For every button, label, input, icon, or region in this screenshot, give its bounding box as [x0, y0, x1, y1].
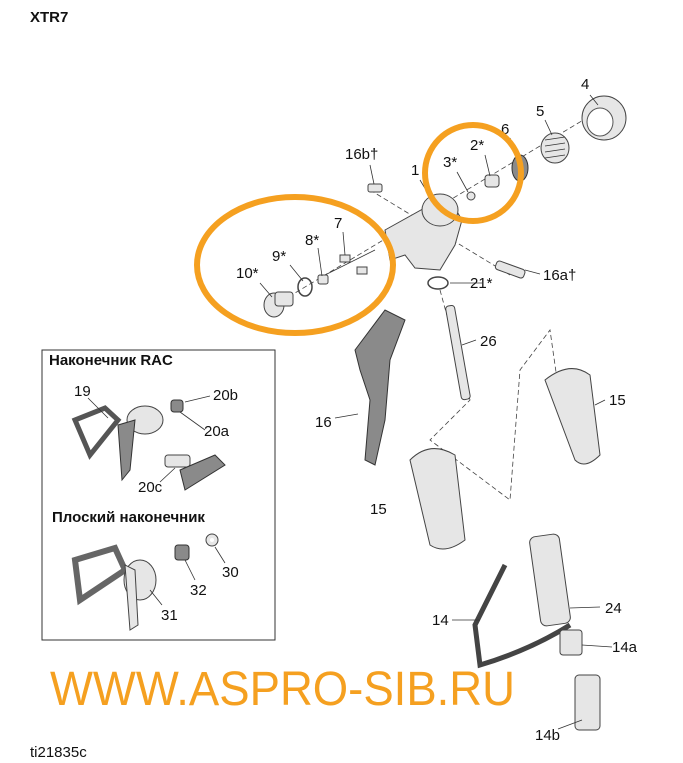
part-24-swivel [529, 533, 571, 627]
label-4: 4 [581, 76, 589, 93]
part-14b-fitting [574, 674, 601, 731]
label-15-handle: 15 [370, 501, 387, 518]
flat-tip-title: Плоский наконечник [52, 509, 205, 526]
flat-tip-32 [174, 544, 190, 561]
gasket-30 [205, 533, 219, 547]
assembly-path [429, 289, 561, 501]
rac-guard [71, 405, 164, 482]
part-9-oring [297, 277, 313, 297]
part-2-seat [484, 174, 500, 188]
rac-tip-20c [164, 454, 226, 491]
part-16-trigger [354, 309, 406, 466]
part-16a-pin [494, 260, 526, 279]
label-9: 9* [272, 248, 286, 265]
part-7-screws [324, 249, 376, 276]
label-19: 19 [74, 383, 91, 400]
inset-leaders-flat [149, 546, 226, 606]
label-20c: 20c [138, 479, 163, 496]
label-8: 8* [305, 232, 319, 249]
rac-tip-20a-20b [170, 399, 184, 413]
label-24: 24 [605, 600, 622, 617]
highlight-front-seal-group [194, 194, 396, 336]
figure-id: ti21835c [30, 744, 87, 761]
label-1: 1 [411, 162, 419, 179]
label-31: 31 [161, 607, 178, 624]
label-20b: 20b [213, 387, 238, 404]
label-26: 26 [480, 333, 497, 350]
part-4-nut [581, 95, 627, 141]
part-3-seal [466, 191, 476, 201]
part-14a-fitting [559, 629, 583, 656]
rac-tip-title: Наконечник RAC [49, 352, 173, 369]
label-16b: 16b† [345, 146, 378, 163]
label-30: 30 [222, 564, 239, 581]
highlight-rear-seal-group [422, 122, 524, 224]
label-14a: 14a [612, 639, 638, 656]
label-14b: 14b [535, 727, 560, 744]
label-15: 15 [609, 392, 626, 409]
part-8-needle-tip [317, 274, 329, 285]
inset-leaders-rac [87, 395, 211, 483]
diagram-title: XTR7 [30, 9, 68, 26]
label-32: 32 [190, 582, 207, 599]
flat-guard [71, 544, 157, 631]
label-6: 6 [501, 121, 509, 138]
part-5-spring [540, 132, 570, 164]
label-3: 3* [443, 154, 457, 171]
label-2: 2* [470, 137, 484, 154]
part-1-gun-head [384, 193, 463, 271]
part-15-grip [544, 368, 601, 465]
part-14-guard [472, 563, 572, 669]
label-7: 7 [334, 215, 342, 232]
label-21: 21* [470, 275, 493, 292]
part-15-handle [409, 448, 466, 550]
label-16: 16 [315, 414, 332, 431]
part-21-oring [427, 276, 449, 290]
label-14: 14 [432, 612, 449, 629]
label-5: 5 [536, 103, 544, 120]
label-20a: 20a [204, 423, 230, 440]
part-26-filter [445, 304, 471, 401]
watermark: WWW.ASPRO-SIB.RU [50, 663, 515, 716]
tip-inset: Наконечник RAC 19 20b 20a 20c Плоский на… [41, 349, 276, 641]
label-10: 10* [236, 265, 259, 282]
label-16a: 16a† [543, 267, 576, 284]
part-16b-pin [367, 183, 383, 193]
part-10-seat-housing [263, 291, 294, 318]
